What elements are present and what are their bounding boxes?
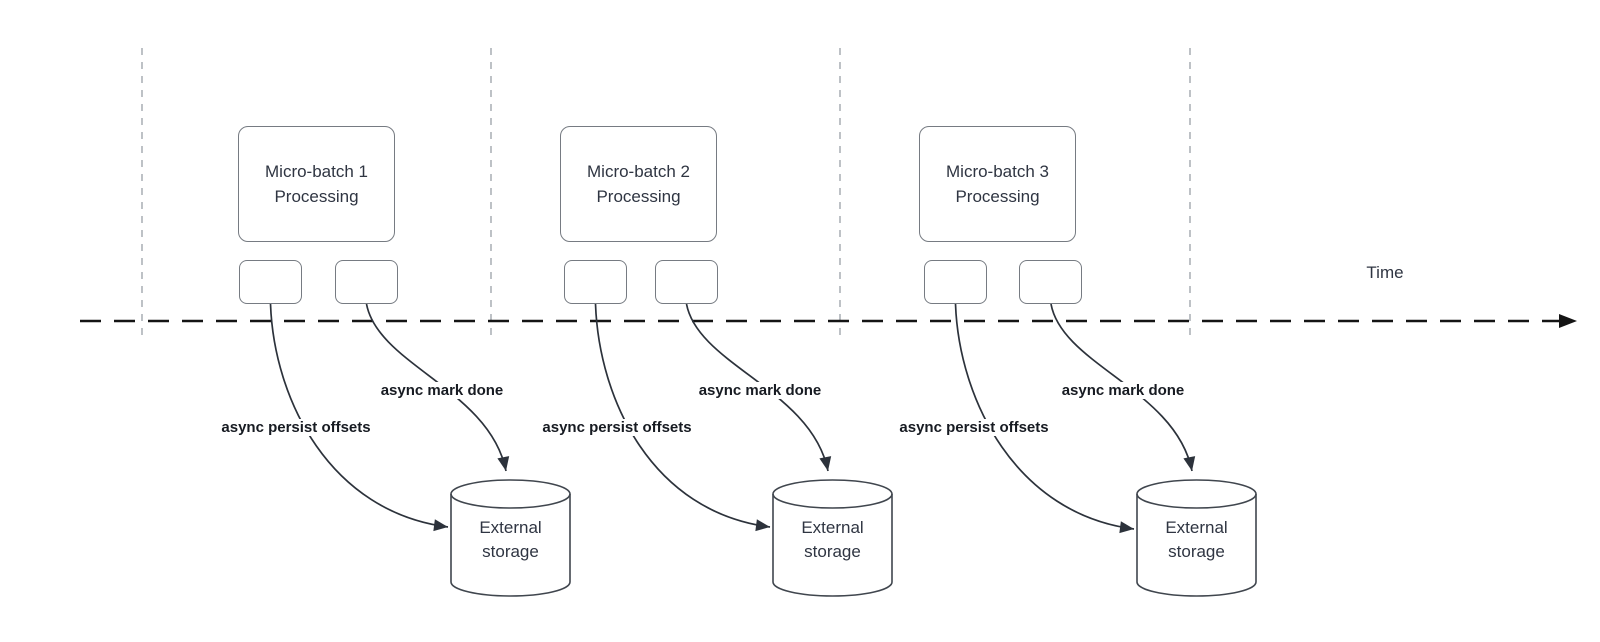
microbatch-1-box: Micro-batch 1 Processing	[238, 126, 395, 242]
persist-offsets-label-3: async persist offsets	[897, 419, 1051, 436]
mark-task-box-3	[1019, 260, 1082, 304]
persist-offsets-arrow-2	[594, 303, 771, 532]
storage-cylinder-2	[772, 479, 893, 597]
persist-offsets-label-1: async persist offsets	[219, 419, 373, 436]
microbatch-3-title: Micro-batch 3 Processing	[946, 162, 1049, 206]
storage-label-2: External storage	[801, 518, 864, 561]
mark-done-arrow-2	[685, 303, 832, 472]
microbatch-1-title: Micro-batch 1 Processing	[265, 162, 368, 206]
storage-cylinder-3	[1136, 479, 1257, 597]
mark-done-arrow-3	[1050, 303, 1196, 472]
persist-offsets-label-2: async persist offsets	[540, 419, 694, 436]
storage-label-1: External storage	[479, 518, 542, 561]
storage-label-3: External storage	[1165, 518, 1228, 561]
persist-task-box-1	[239, 260, 302, 304]
microbatch-3-box: Micro-batch 3 Processing	[919, 126, 1076, 242]
time-label: Time	[1366, 263, 1404, 282]
mark-done-label-3: async mark done	[1059, 382, 1187, 399]
persist-task-box-2	[564, 260, 627, 304]
persist-offsets-arrow-1	[269, 303, 449, 532]
persist-task-box-3	[924, 260, 987, 304]
mark-task-box-1	[335, 260, 398, 304]
microbatch-2-box: Micro-batch 2 Processing	[560, 126, 717, 242]
mark-task-box-2	[655, 260, 718, 304]
microbatch-2-title: Micro-batch 2 Processing	[587, 162, 690, 206]
mark-done-arrow-1	[365, 303, 510, 472]
mark-done-label-2: async mark done	[696, 382, 824, 399]
mark-done-label-1: async mark done	[378, 382, 506, 399]
persist-offsets-arrow-3	[954, 303, 1135, 534]
storage-cylinder-1	[450, 479, 571, 597]
